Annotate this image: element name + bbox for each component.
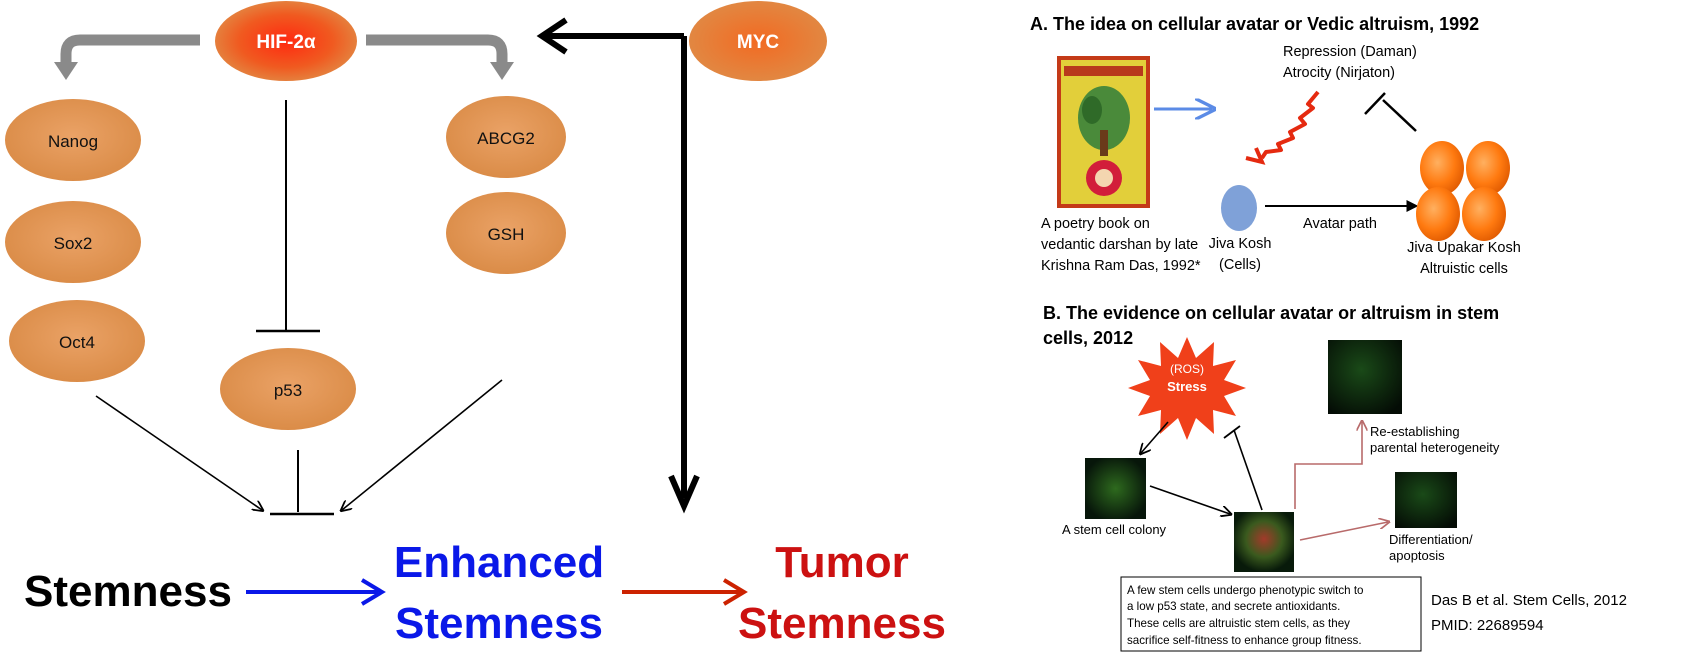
panel-b-heading-1: B. The evidence on cellular avatar or al… <box>1043 303 1499 323</box>
altruistic-cells-cluster <box>1416 141 1510 241</box>
gsh-node: GSH <box>446 192 566 274</box>
tumor-stemness-line2: Stemness <box>738 599 946 648</box>
stem-colony-micrograph <box>1085 458 1146 519</box>
p53-label: p53 <box>274 381 302 400</box>
poetry-book-image <box>1057 56 1150 208</box>
altruistic-to-differentiation-arrow <box>1299 522 1388 541</box>
stress-to-colony-arrow <box>1141 421 1169 453</box>
stem-factors-arrow <box>95 395 262 510</box>
stemness-to-enhanced-arrow <box>246 578 386 606</box>
box-text-4: sacrifice self-fitness to enhance group … <box>1127 634 1362 647</box>
reestablish-label-1: Re-establishing <box>1370 424 1460 439</box>
ros-stress-starburst: (ROS) Stress <box>1128 337 1246 440</box>
panel-a-heading: A. The idea on cellular avatar or Vedic … <box>1030 14 1479 34</box>
myc-down-arrow <box>668 36 700 514</box>
p53-inhibits-stemness <box>270 450 334 516</box>
oct4-label: Oct4 <box>59 333 95 352</box>
ros-label: (ROS) <box>1170 362 1204 376</box>
jiva-kosh-label-2: (Cells) <box>1219 257 1261 273</box>
stress-inhibit-bar <box>1223 425 1263 511</box>
abc-gsh-arrow <box>342 379 503 510</box>
upakar-kosh-label-1: Jiva Upakar Kosh <box>1407 240 1521 256</box>
repression-label-1: Repression (Daman) <box>1283 44 1417 60</box>
sox2-label: Sox2 <box>54 234 93 253</box>
citation-line-2: PMID: 22689594 <box>1431 617 1544 634</box>
box-text-1: A few stem cells undergo phenotypic swit… <box>1127 584 1364 597</box>
hif-right-branch-arrow <box>366 34 514 80</box>
stem-colony-label: A stem cell colony <box>1062 522 1167 537</box>
sox2-node: Sox2 <box>5 201 141 283</box>
reestablish-label-2: parental heterogeneity <box>1370 440 1500 455</box>
stemness-label: Stemness <box>24 567 232 616</box>
hif-left-branch-arrow <box>54 34 200 80</box>
stress-label: Stress <box>1167 379 1207 394</box>
myc-node: MYC <box>689 1 827 81</box>
tumor-stemness-line1: Tumor <box>775 538 909 587</box>
book-caption-2: vedantic darshan by late <box>1041 237 1198 253</box>
hif2a-node: HIF-2α <box>215 1 357 81</box>
citation-line-1: Das B et al. Stem Cells, 2012 <box>1431 592 1627 609</box>
book-caption-1: A poetry book on <box>1041 216 1150 232</box>
differentiation-label-1: Differentiation/ <box>1389 532 1473 547</box>
heterogeneity-micrograph <box>1328 340 1402 414</box>
repression-inhibit-bar <box>1364 92 1417 132</box>
hif-inhibits-p53 <box>256 100 320 333</box>
avatar-path-label: Avatar path <box>1303 216 1377 232</box>
differentiation-label-2: apoptosis <box>1389 548 1445 563</box>
altruistic-stem-micrograph <box>1234 512 1294 572</box>
altruism-description-box <box>1120 576 1422 652</box>
jiva-kosh-cell <box>1221 185 1257 231</box>
enhanced-stemness-line2: Stemness <box>395 599 603 648</box>
box-text-3: These cells are altruistic stem cells, a… <box>1127 617 1350 630</box>
enhanced-to-tumor-arrow <box>622 578 748 606</box>
colony-to-altruistic-arrow <box>1149 485 1230 514</box>
nanog-label: Nanog <box>48 132 98 151</box>
myc-label: MYC <box>737 32 780 53</box>
nanog-node: Nanog <box>5 99 141 181</box>
book-caption-3: Krishna Ram Das, 1992* <box>1041 258 1201 274</box>
upakar-kosh-label-2: Altruistic cells <box>1420 261 1508 277</box>
differentiation-micrograph <box>1395 472 1457 528</box>
red-squiggle-arrow <box>1245 90 1320 165</box>
jiva-kosh-label-1: Jiva Kosh <box>1209 236 1272 252</box>
p53-node: p53 <box>220 348 356 430</box>
abcg2-node: ABCG2 <box>446 96 566 178</box>
enhanced-stemness-line1: Enhanced <box>394 538 604 587</box>
panel-b-heading-2: cells, 2012 <box>1043 328 1133 348</box>
repression-label-2: Atrocity (Nirjaton) <box>1283 65 1395 81</box>
myc-to-hif-arrow <box>536 17 684 55</box>
altruistic-to-heterogeneity-arrow <box>1294 422 1362 509</box>
box-text-2: a low p53 state, and secrete antioxidant… <box>1127 600 1340 613</box>
gsh-label: GSH <box>488 225 525 244</box>
oct4-node: Oct4 <box>9 300 145 382</box>
abcg2-label: ABCG2 <box>477 129 535 148</box>
hif2a-label: HIF-2α <box>256 32 316 53</box>
